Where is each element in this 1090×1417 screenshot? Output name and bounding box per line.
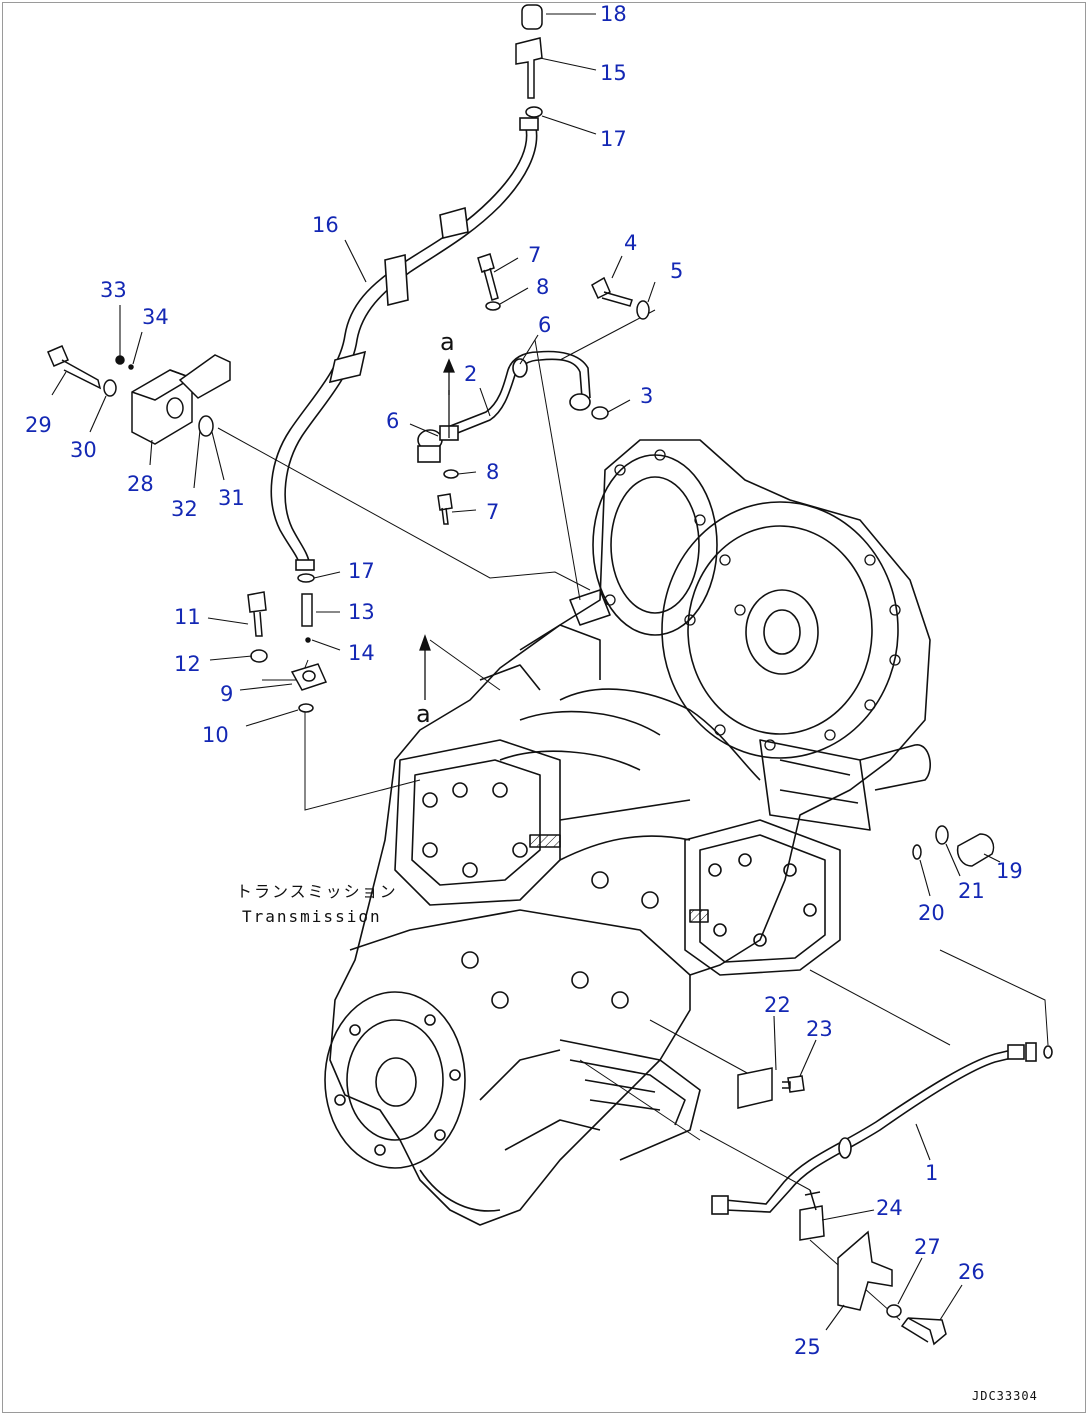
- part-17-oring-bottom: [297, 573, 315, 583]
- part-14-oring: [305, 637, 311, 643]
- callout-18: 18: [600, 2, 627, 26]
- callout-34: 34: [142, 305, 169, 329]
- callout-6: 6: [386, 409, 399, 433]
- callout-31: 31: [218, 486, 245, 510]
- callout-30: 30: [70, 438, 97, 462]
- section-arrows: [419, 358, 455, 700]
- callout-22: 22: [764, 993, 791, 1017]
- part-12-washer: [250, 649, 268, 663]
- callout-12: 12: [174, 652, 201, 676]
- callout-24: 24: [876, 1196, 903, 1220]
- callout-13: 13: [348, 600, 375, 624]
- section-mark-bottom: a: [416, 700, 431, 728]
- callout-19: 19: [996, 859, 1023, 883]
- callout-27: 27: [914, 1235, 941, 1259]
- callout-7: 7: [486, 500, 499, 524]
- part-26-bolt: [900, 1317, 947, 1346]
- part-20-oring: [912, 844, 922, 860]
- callout-6: 6: [538, 313, 551, 337]
- part-4-bolt: [591, 276, 633, 307]
- callout-3: 3: [640, 384, 653, 408]
- part-3-oring: [591, 406, 609, 420]
- oil-pipe-1: [711, 1042, 1053, 1215]
- callout-8: 8: [536, 275, 549, 299]
- callout-32: 32: [171, 497, 198, 521]
- callout-26: 26: [958, 1260, 985, 1284]
- annotation-japanese: トランスミッション: [236, 882, 398, 901]
- part-19-cap: [956, 833, 995, 867]
- callout-5: 5: [670, 259, 683, 283]
- small-parts: [47, 4, 995, 1346]
- callout-14: 14: [348, 641, 375, 665]
- callout-15: 15: [600, 61, 627, 85]
- callout-7: 7: [528, 243, 541, 267]
- hose-16: [270, 117, 539, 571]
- part-30-washer: [103, 379, 117, 397]
- part-18-cap: [521, 4, 543, 30]
- oil-pipe-2: [417, 350, 591, 463]
- drawing-code: JDC33304: [972, 1389, 1038, 1403]
- part-29-bolt: [47, 345, 102, 390]
- part-27-washer: [886, 1304, 902, 1318]
- part-7-bolt-top: [477, 253, 499, 301]
- part-33-plug: [115, 355, 125, 365]
- callout-28: 28: [127, 472, 154, 496]
- callout-leaders: [51, 13, 1001, 1331]
- callout-9: 9: [220, 682, 233, 706]
- callout-17: 17: [348, 559, 375, 583]
- part-22-plate: [737, 1067, 773, 1109]
- section-mark-top: a: [440, 328, 455, 356]
- annotation-english: Transmission: [242, 907, 382, 926]
- part-25-bracket: [837, 1230, 893, 1311]
- part-10-oring: [298, 703, 314, 713]
- callout-labels: 18 15 17 16 7 4 8 5 6 2 3 6 8 7 33 34 29…: [25, 2, 1023, 1359]
- part-5-washer: [636, 300, 650, 320]
- callout-2: 2: [464, 362, 477, 386]
- part-34-oring: [128, 364, 134, 370]
- callout-16: 16: [312, 213, 339, 237]
- callout-29: 29: [25, 413, 52, 437]
- callout-21: 21: [958, 879, 985, 903]
- callout-33: 33: [100, 278, 127, 302]
- callout-17: 17: [600, 127, 627, 151]
- part-28-fitting: [178, 354, 231, 399]
- part-15-bracket: [515, 37, 543, 99]
- callout-10: 10: [202, 723, 229, 747]
- part-8-washer-top: [485, 301, 501, 311]
- part-23-bolt: [782, 1075, 805, 1093]
- part-11-bolt: [247, 591, 267, 637]
- part-31-32-seals: [198, 415, 214, 437]
- part-24-clamp: [799, 1205, 825, 1241]
- callout-20: 20: [918, 901, 945, 925]
- transmission-housing: [324, 439, 931, 1226]
- callout-8: 8: [486, 460, 499, 484]
- part-7-bolt-bottom: [437, 493, 453, 525]
- callout-25: 25: [794, 1335, 821, 1359]
- callout-11: 11: [174, 605, 201, 629]
- part-21-seal: [935, 825, 949, 845]
- part-13-fitting: [301, 593, 313, 627]
- callout-1: 1: [925, 1161, 938, 1185]
- callout-23: 23: [806, 1017, 833, 1041]
- callout-4: 4: [624, 231, 637, 255]
- part-17-oring-top: [525, 106, 543, 118]
- part-8-washer-bottom: [443, 469, 459, 479]
